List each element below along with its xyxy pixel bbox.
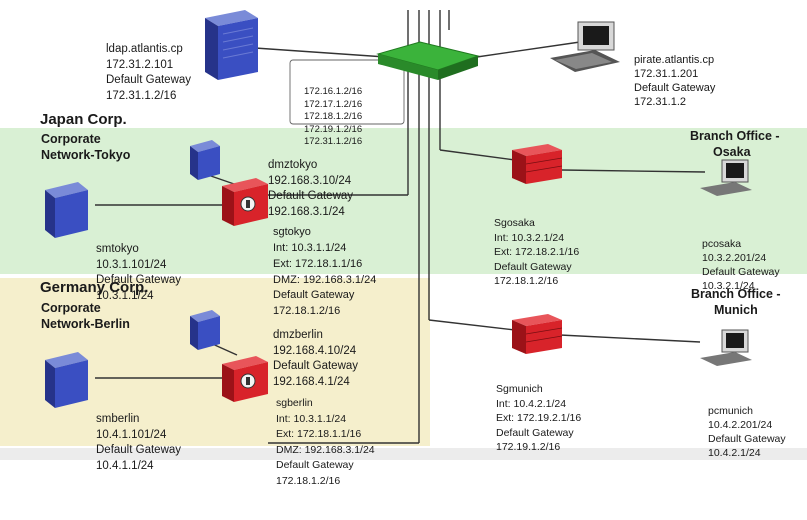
router-icon [376, 41, 480, 80]
japan-title: Japan Corp. [40, 111, 127, 128]
japan-subtitle-1: Corporate [41, 132, 101, 146]
japan-subtitle-2: Network-Tokyo [41, 148, 131, 162]
smberlin-server-icon [45, 352, 88, 408]
sgberlin-firewall-icon [222, 356, 268, 402]
dmzberlin-server-icon [190, 310, 220, 350]
pcosaka-pc-icon [700, 159, 752, 196]
network-diagram: Japan Corp. Corporate Network-Tokyo Germ… [0, 10, 807, 487]
ldap-server-icon [205, 10, 258, 80]
sgosaka-firewall-icon [512, 144, 563, 184]
pirate-pc-icon [550, 21, 620, 72]
dmztokyo-server-icon [190, 140, 220, 180]
bottom-strip [0, 448, 807, 460]
diagram-canvas [0, 10, 807, 460]
munich-title-2: Munich [714, 303, 758, 317]
pcmunich-pc-icon [700, 329, 752, 366]
router-interfaces-box [289, 59, 405, 125]
sgtokyo-firewall-icon [222, 178, 268, 226]
osaka-title-1: Branch Office - [690, 129, 780, 143]
munich-title-1: Branch Office - [691, 287, 781, 301]
germany-subtitle-1: Corporate [41, 301, 101, 315]
germany-subtitle-2: Network-Berlin [41, 317, 130, 331]
osaka-title-2: Osaka [713, 145, 751, 159]
germany-title: Germany Corp. [40, 279, 149, 296]
tokyo-zone [0, 128, 807, 274]
sgmunich-firewall-icon [512, 314, 563, 354]
munich-zone [430, 278, 807, 446]
smtokyo-server-icon [45, 182, 88, 238]
